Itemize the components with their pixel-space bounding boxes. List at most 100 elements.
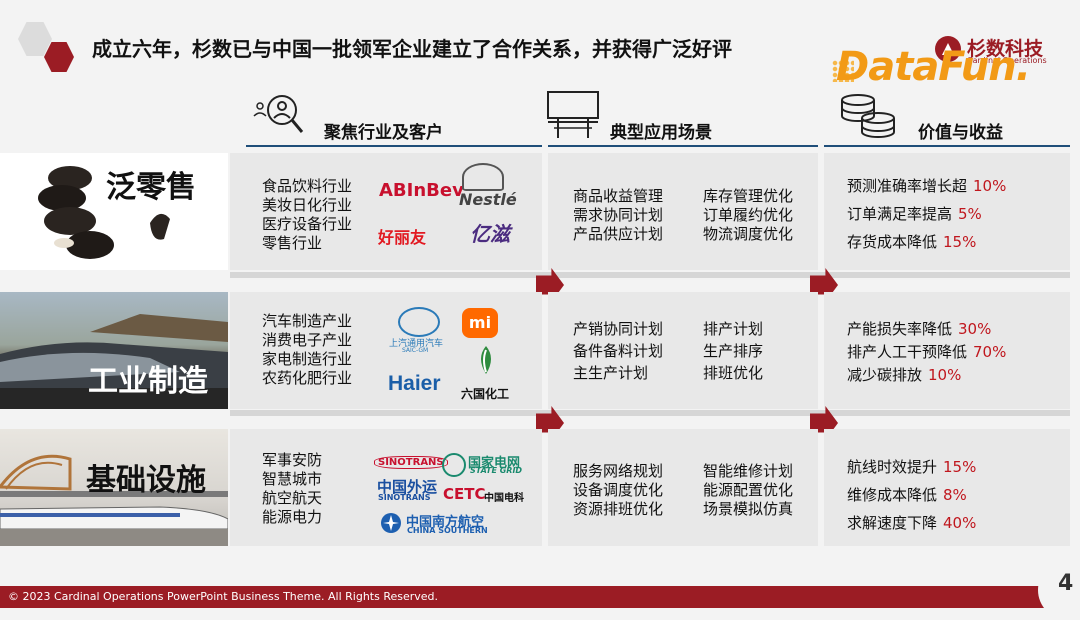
infrastructure-scenarios-right: 智能维修计划 能源配置优化 场景模拟仿真 (703, 462, 793, 519)
row-separator (230, 272, 1070, 278)
column-header-industry: 聚焦行业及客户 (324, 123, 443, 143)
value-number: 8% (943, 486, 967, 504)
list-item: 主生产计划 (573, 364, 649, 382)
brand-logo: 杉数科技 Cardinal Operations (935, 34, 1075, 66)
logo-abinbev: ABInBev (379, 180, 464, 201)
manufacturing-scenarios-left: 产销协同计划 备件备料计划 主生产计划 (573, 318, 663, 384)
logo-cetc-cn: 中国电科 (484, 493, 524, 504)
retail-banner (0, 153, 228, 270)
column-underline-industry (246, 145, 542, 147)
retail-scenarios-left: 商品收益管理 需求协同计划 产品供应计划 (573, 187, 663, 244)
list-item: 场景模拟仿真 (703, 500, 794, 518)
column-header-value: 价值与收益 (918, 123, 1003, 143)
brand-name-en: Cardinal Operations (967, 56, 1047, 65)
state-grid-globe-icon (442, 453, 466, 477)
nestle-nest-icon (462, 163, 504, 191)
value-number: 10% (973, 177, 1007, 195)
logo-sinotrans-cn: 中国外运 (377, 478, 438, 496)
manufacturing-value-panel (824, 292, 1070, 409)
column-underline-value (824, 145, 1070, 147)
manufacturing-industry-list: 汽车制造产业 消费电子产业 家电制造行业 农药化肥行业 (262, 312, 352, 388)
logo-sinotrans-badge: SINOTRANS (374, 456, 448, 469)
logo-haier: Haier (388, 372, 441, 395)
infrastructure-scenario-panel (548, 429, 818, 546)
list-item: 医疗设备行业 (262, 215, 353, 233)
value-number: 70% (973, 343, 1007, 361)
column-header-scenario: 典型应用场景 (610, 123, 712, 143)
list-item: 商品收益管理 (573, 187, 664, 205)
list-item: 生产排序 (703, 342, 764, 360)
value-number: 5% (958, 205, 982, 223)
billboard-icon (547, 91, 599, 138)
logo-state-grid-en: STATE GRID (470, 466, 523, 475)
list-item: 零售行业 (262, 234, 323, 252)
logo-orion: 好丽友 (378, 228, 427, 247)
list-item: 设备调度优化 (573, 481, 664, 499)
retail-scenario-panel (548, 153, 818, 270)
list-item: 排班优化 (703, 364, 764, 382)
value-number: 15% (943, 458, 977, 476)
saic-gm-emblem-icon (398, 307, 440, 337)
list-item: 资源排班优化 (573, 500, 664, 518)
list-item: 航空航天 (262, 489, 323, 507)
value-number: 40% (943, 514, 977, 532)
logo-china-southern-cn: 中国南方航空 (406, 515, 485, 530)
footer-bar (0, 586, 1080, 608)
list-item: 物流调度优化 (703, 225, 794, 243)
logo-sinotrans-en: SINOTRANS (378, 493, 431, 502)
list-item: 需求协同计划 (573, 206, 664, 224)
retail-value-panel (824, 153, 1070, 270)
row-label-manufacturing: 工业制造 (88, 364, 208, 399)
manufacturing-scenarios-right: 排产计划 生产排序 排班优化 (703, 318, 763, 384)
infrastructure-banner (0, 429, 228, 546)
list-item: 服务网络规划 (573, 462, 664, 480)
list-item: 订单履约优化 (703, 206, 794, 224)
page-number: 4 (1058, 571, 1074, 596)
retail-industry-list: 食品饮料行业 美妆日化行业 医疗设备行业 零售行业 (262, 177, 352, 253)
list-item: 智慧城市 (262, 470, 323, 488)
infrastructure-industry-list: 军事安防 智慧城市 航空航天 能源电力 (262, 451, 322, 527)
list-item: 能源电力 (262, 508, 323, 526)
list-item: 能源配置优化 (703, 481, 794, 499)
list-item: 消费电子产业 (262, 331, 353, 349)
logo-saic-gm-cn: 上汽通用汽车 (389, 339, 444, 349)
brand-mark-icon (935, 36, 961, 62)
logo-cetc: CETC (443, 485, 486, 503)
list-item: 家电制造行业 (262, 350, 353, 368)
coins-icon (841, 94, 895, 138)
footer-copyright: © 2023 Cardinal Operations PowerPoint Bu… (8, 590, 439, 603)
liuguo-leaf-icon (481, 346, 491, 374)
train-station-image (0, 454, 228, 546)
datafun-dots-icon (832, 60, 854, 82)
cookies-image (38, 166, 170, 259)
logo-mondelez: 亿滋 (470, 222, 510, 246)
brand-name-cn: 杉数科技 (967, 38, 1044, 60)
list-item: 食品饮料行业 (262, 177, 353, 195)
column-underline-scenario (548, 145, 818, 147)
list-item: 库存管理优化 (703, 187, 794, 205)
page-title: 成立六年，杉数已与中国一批领军企业建立了合作关系，并获得广泛好评 (92, 37, 732, 61)
logo-nestle: Nestlé (459, 190, 517, 209)
hexagon-decoration-gray (18, 22, 52, 56)
manufacturing-scenario-panel (548, 292, 818, 409)
value-number: 15% (943, 233, 977, 251)
list-item: 军事安防 (262, 451, 323, 469)
logo-state-grid-cn: 国家电网 (468, 456, 521, 471)
logo-xiaomi: mi (462, 308, 498, 338)
list-item: 智能维修计划 (703, 462, 794, 480)
list-item: 汽车制造产业 (262, 312, 353, 330)
china-southern-kapok-icon (381, 513, 401, 533)
row-separator (230, 410, 1070, 416)
logo-saic-gm-en: SAIC-GM (402, 347, 429, 354)
car-image (0, 314, 228, 409)
row-label-retail: 泛零售 (106, 170, 196, 205)
infrastructure-value-panel (824, 429, 1070, 546)
